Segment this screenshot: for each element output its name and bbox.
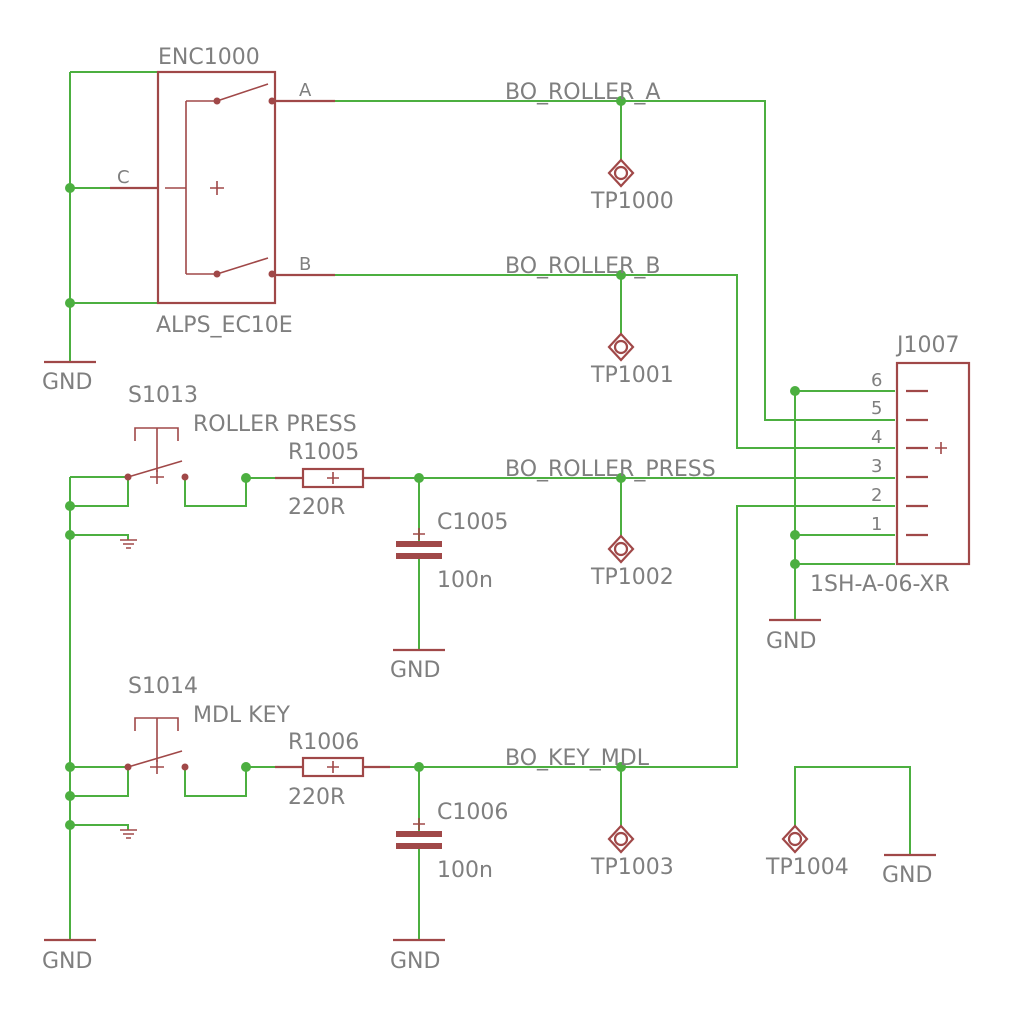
wire-s1013 — [70, 476, 303, 507]
wire-left-ground-bus — [69, 477, 129, 940]
junction — [241, 473, 251, 483]
capacitor-c1005-value: 100n — [437, 568, 493, 593]
junction — [414, 762, 424, 772]
chassis-ground-s1013 — [120, 539, 137, 549]
connector-pin-3: 3 — [871, 456, 882, 477]
ground-symbol-c1005: GND — [390, 648, 445, 683]
junction — [65, 501, 75, 511]
junction — [65, 820, 75, 830]
chassis-ground-s1014 — [120, 829, 137, 839]
resistor-r1006: R1006 220R — [275, 730, 390, 810]
ground-label: GND — [882, 863, 932, 888]
testpoint-tp1004: TP1004 — [765, 824, 849, 880]
junction — [616, 96, 626, 106]
switch-s1013-value: ROLLER PRESS — [193, 412, 357, 437]
resistor-r1005: R1005 220R — [275, 440, 390, 520]
wires — [69, 71, 911, 940]
switch-s1014: S1014 MDL KEY — [124, 674, 290, 774]
junction — [616, 473, 626, 483]
connector-ref: J1007 — [895, 333, 959, 358]
connector-pin-4: 4 — [871, 427, 882, 448]
encoder-pin-a: A — [299, 80, 312, 101]
junction — [65, 183, 75, 193]
junction — [414, 473, 424, 483]
resistor-r1006-value: 220R — [288, 785, 345, 810]
net-label-roller-press: BO_ROLLER_PRESS — [505, 457, 716, 482]
capacitor-c1006-ref: C1006 — [437, 800, 508, 825]
ground-symbol-connector: GND — [766, 618, 821, 654]
testpoint-tp1002-label: TP1002 — [590, 565, 674, 590]
switch-s1014-value: MDL KEY — [193, 703, 290, 728]
capacitor-c1006-value: 100n — [437, 858, 493, 883]
net-label-roller-a: BO_ROLLER_A — [505, 80, 660, 105]
encoder-pin-c: C — [117, 167, 130, 188]
net-label-roller-b: BO_ROLLER_B — [505, 254, 660, 279]
connector-j1007: J1007 1SH-A-06-XR 6 5 4 3 2 1 — [810, 333, 971, 597]
ground-label: GND — [390, 658, 440, 683]
junction — [790, 386, 800, 396]
wire-enc-ground-bus — [69, 71, 158, 362]
junction — [65, 762, 75, 772]
junction — [65, 298, 75, 308]
testpoint-tp1003-label: TP1003 — [590, 855, 674, 880]
ground-symbol-tp1004: GND — [882, 853, 936, 888]
junction — [65, 791, 75, 801]
testpoint-tp1001-label: TP1001 — [590, 363, 674, 388]
junctions — [65, 96, 800, 830]
junction — [616, 762, 626, 772]
connector-value: 1SH-A-06-XR — [810, 572, 950, 597]
resistor-r1005-value: 220R — [288, 495, 345, 520]
ground-label: GND — [42, 370, 92, 395]
resistor-r1005-ref: R1005 — [288, 440, 359, 465]
testpoint-tp1003: TP1003 — [590, 824, 674, 880]
capacitor-c1005: C1005 100n — [396, 510, 508, 593]
junction — [241, 762, 251, 772]
wire-roller-b — [335, 274, 895, 449]
ground-label: GND — [766, 629, 816, 654]
wire-key-mdl — [363, 505, 895, 940]
ground-label: GND — [390, 949, 440, 974]
wire-tp1004 — [794, 766, 911, 855]
junction — [65, 530, 75, 540]
connector-pin-6: 6 — [871, 370, 882, 391]
testpoint-tp1000-label: TP1000 — [590, 189, 674, 214]
testpoint-tp1000: TP1000 — [590, 158, 674, 214]
testpoint-tp1002: TP1002 — [590, 534, 674, 590]
ground-symbol-c1006: GND — [390, 938, 445, 974]
ground-symbol-left-bus: GND — [42, 938, 96, 974]
wire-roller-a — [335, 100, 895, 421]
switch-s1013-ref: S1013 — [128, 383, 198, 408]
junction — [616, 270, 626, 280]
net-label-key-mdl: BO_KEY_MDL — [505, 746, 650, 771]
wire-s1014 — [70, 766, 303, 797]
switch-s1014-ref: S1014 — [128, 674, 198, 699]
switch-s1013: S1013 ROLLER PRESS — [124, 383, 357, 484]
connector-pin-1: 1 — [871, 514, 882, 535]
capacitor-c1006: C1006 100n — [396, 800, 508, 883]
capacitor-c1005-ref: C1005 — [437, 510, 508, 535]
ground-symbol-encoder: GND — [42, 360, 96, 395]
encoder-enc1000: ENC1000 ALPS_EC10E A B C — [110, 45, 335, 338]
junction — [790, 530, 800, 540]
ground-label: GND — [42, 949, 92, 974]
connector-pin-5: 5 — [871, 398, 882, 419]
testpoint-tp1004-label: TP1004 — [765, 855, 849, 880]
encoder-value: ALPS_EC10E — [156, 313, 293, 338]
wire-roller-press — [363, 477, 895, 650]
resistor-r1006-ref: R1006 — [288, 730, 359, 755]
testpoint-tp1001: TP1001 — [590, 332, 674, 388]
junction — [790, 559, 800, 569]
connector-pin-2: 2 — [871, 485, 882, 506]
encoder-pin-b: B — [299, 254, 311, 275]
encoder-ref: ENC1000 — [158, 45, 260, 70]
